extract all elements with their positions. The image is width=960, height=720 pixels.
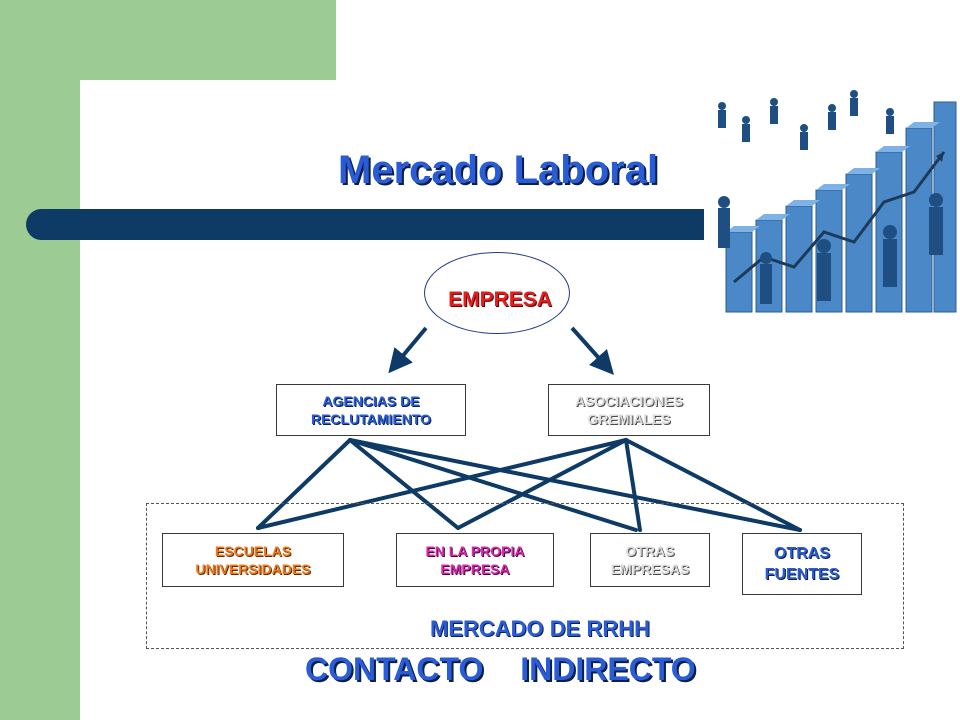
link-asociaciones-propia (456, 438, 628, 530)
empresa-label: EMPRESA (448, 288, 552, 311)
link-agencias-otras-fuentes (348, 438, 802, 532)
otras-empresas-box: OTRAS EMPRESAS (590, 533, 710, 587)
business-chart-illustration (704, 82, 958, 332)
mercado-rrhh-group (146, 503, 904, 649)
contacto-indirecto-subtitle: CONTACTO INDIRECTO (305, 651, 696, 687)
green-side-bar (0, 0, 80, 720)
link-asociaciones-escuelas (256, 438, 628, 530)
arrow-to-asociaciones (570, 326, 615, 375)
slide-title: Mercado Laboral (338, 148, 659, 192)
title-underline-bar (26, 209, 716, 240)
propia-box: EN LA PROPIA EMPRESA (396, 533, 554, 587)
otras-fuentes-box: OTRAS FUENTES (742, 533, 862, 595)
asociaciones-box: ASOCIACIONES GREMIALES (548, 384, 710, 436)
link-agencias-otras-empresas (348, 438, 638, 532)
link-asociaciones-otras-fuentes (624, 438, 802, 532)
escuelas-box: ESCUELAS UNIVERSIDADES (162, 533, 344, 587)
empresa-ellipse (424, 252, 570, 334)
mercado-rrhh-label: MERCADO DE RRHH (430, 616, 650, 641)
arrow-to-agencias (388, 326, 428, 374)
green-top-block (80, 0, 336, 80)
agencias-box: AGENCIAS DE RECLUTAMIENTO (276, 384, 466, 436)
link-asociaciones-otras-empresas (624, 438, 642, 532)
link-agencias-escuelas (256, 438, 352, 530)
link-agencias-propia (348, 438, 460, 530)
